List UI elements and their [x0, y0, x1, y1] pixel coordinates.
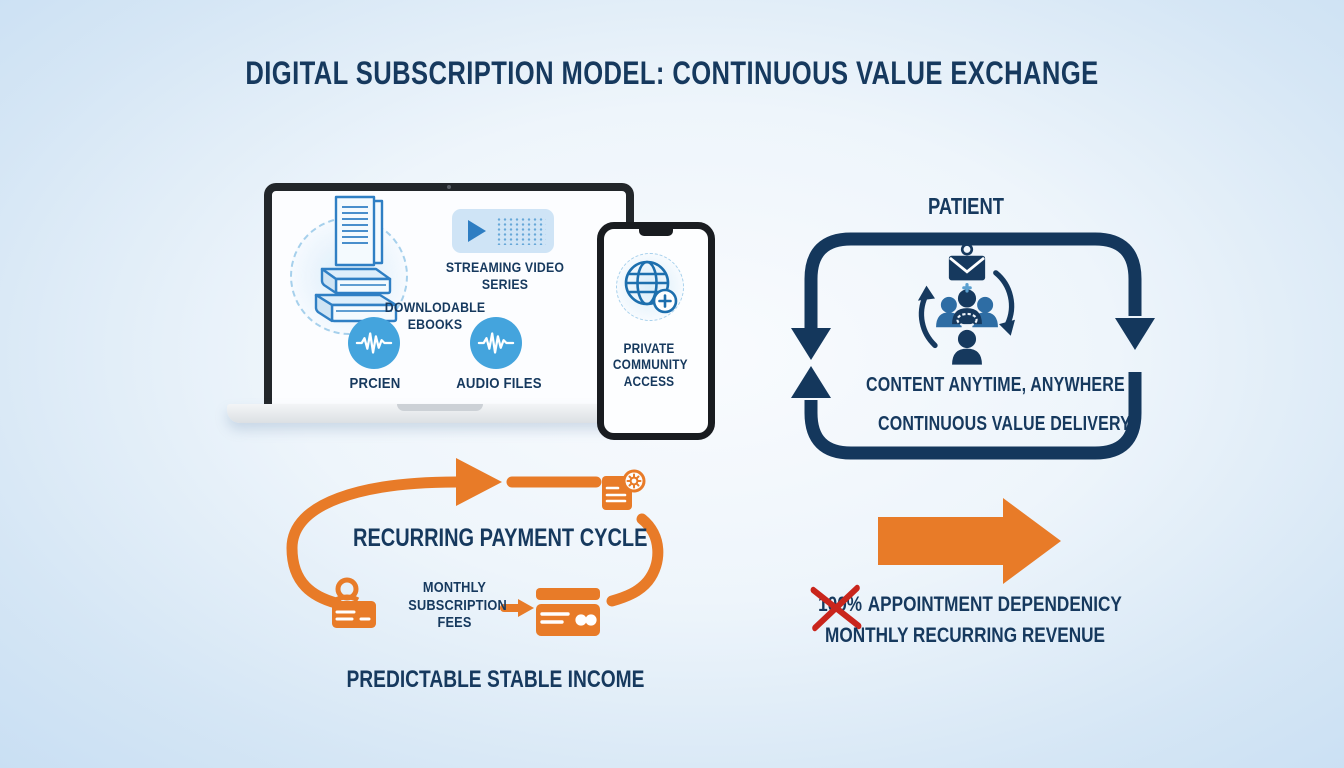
arrow-up-left: [791, 366, 831, 398]
waveform-icon-left: [348, 317, 400, 369]
crossed-text: 100%: [818, 592, 863, 616]
member-card-icon: [332, 577, 376, 628]
laptop-hinge-notch: [397, 404, 483, 411]
dot-grid-icon: [496, 217, 546, 245]
laptop-base: [227, 404, 653, 423]
payment-cycle-title: RECURRING PAYMENT CYCLE: [353, 524, 648, 552]
outcome-label: PREDICTABLE STABLE INCOME: [346, 666, 645, 693]
patient-benefit-line1: CONTENT ANYTIME, ANYWHERE: [866, 374, 1125, 396]
webcam-dot: [447, 185, 451, 189]
fees-label: MONTHLY SUBSCRIPTION FEES: [408, 580, 507, 632]
ebooks-label: DOWNLODABLE EBOOKS: [384, 299, 486, 333]
phone-notch: [639, 229, 673, 236]
invoice-gear-icon: [602, 469, 646, 510]
waveform-glyph: [477, 332, 515, 354]
credit-card-icon: [536, 588, 600, 636]
laptop-screen: STREAMING VIDEO SERIES DOWNLODABLE EBOOK…: [264, 183, 634, 422]
waveform-icon-right: [470, 317, 522, 369]
phone: PRIVATE COMMUNITY ACCESS: [597, 222, 715, 440]
streaming-video-label: STREAMING VIDEO SERIES: [445, 259, 565, 293]
patient-benefit-line2: CONTINUOUS VALUE DELIVERY: [878, 413, 1131, 435]
play-icon: [468, 220, 486, 242]
waveform-glyph: [355, 332, 393, 354]
cycle-arrowhead: [456, 458, 502, 506]
small-arrowhead: [518, 599, 534, 617]
patient-loop: [791, 232, 1155, 460]
dependency-line: 100% APPOINTMENT DEPENDENICY: [810, 584, 1122, 632]
phone-label: PRIVATE COMMUNITY ACCESS: [612, 341, 688, 389]
audio-right-label: AUDIO FILES: [456, 375, 542, 392]
audio-left-label: PRCIEN: [349, 375, 401, 392]
recurring-revenue-line: MONTHLY RECURRING REVENUE: [825, 623, 1106, 647]
dependency-text: APPOINTMENT DEPENDENICY: [867, 592, 1122, 616]
arrow-down-right: [1115, 318, 1155, 350]
patient-title: PATIENT: [928, 193, 1004, 219]
globe-plus-icon: [624, 260, 678, 314]
page-title: DIGITAL SUBSCRIPTION MODEL: CONTINUOUS V…: [245, 55, 1099, 91]
ebooks-stack-icon: [314, 195, 398, 323]
payment-cycle-loop: [286, 458, 664, 617]
big-right-arrow: [878, 498, 1061, 584]
arrow-down-left: [791, 328, 831, 360]
crossed-value: 100%: [810, 584, 863, 632]
community-cycle-icon: [917, 243, 1015, 365]
streaming-video-card: [452, 209, 554, 253]
